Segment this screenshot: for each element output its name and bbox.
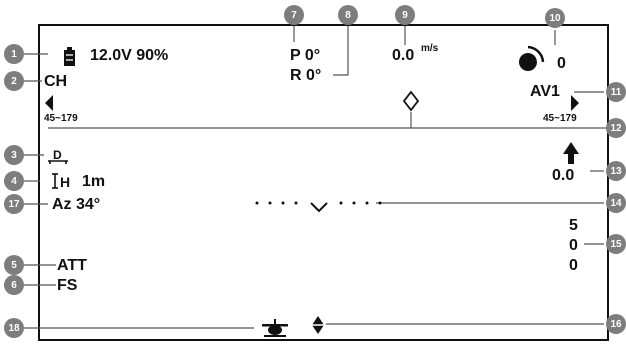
callout-16: 16 — [606, 314, 626, 334]
battery-icon — [64, 47, 75, 66]
horizon-dots — [255, 201, 382, 205]
video-source-label: AV1 — [530, 83, 560, 100]
callout-1: 1 — [4, 44, 24, 64]
left-range-label: 45~179 — [44, 113, 78, 124]
callout-17: 17 — [4, 194, 24, 214]
azimuth-readout: Az 34° — [52, 196, 101, 213]
callout-8: 8 — [338, 5, 358, 25]
battery-status: 12.0V 90% — [90, 47, 169, 64]
callout-14: 14 — [606, 193, 626, 213]
speed-value: 0.0 — [392, 47, 415, 64]
callout-4: 4 — [4, 171, 24, 191]
heading-diamond-icon — [402, 90, 420, 112]
up-arrow-icon — [563, 142, 579, 164]
right-stack-3: 0 — [569, 257, 578, 274]
height-value: 1m — [82, 173, 106, 190]
failsafe-label: FS — [57, 277, 78, 294]
right-stack-2: 0 — [569, 237, 578, 254]
drone-icon — [262, 319, 288, 337]
right-stack-1: 5 — [569, 217, 578, 234]
horizon-center-chevron-icon — [310, 202, 328, 213]
callout-5: 5 — [4, 255, 24, 275]
pitch-readout: P 0° — [290, 47, 321, 64]
signal-icon — [519, 45, 545, 71]
roll-readout: R 0° — [290, 67, 322, 84]
callout-12: 12 — [606, 118, 626, 138]
callout-3: 3 — [4, 145, 24, 165]
flight-mode-label: ATT — [57, 257, 87, 274]
left-arrow-icon — [45, 95, 53, 111]
callout-15: 15 — [606, 234, 626, 254]
callout-10: 10 — [545, 8, 565, 28]
signal-value: 0 — [557, 55, 566, 72]
callout-9: 9 — [395, 5, 415, 25]
gimbal-label: D — [53, 148, 62, 162]
gimbal-icon — [48, 160, 68, 164]
callout-13: 13 — [606, 161, 626, 181]
height-icon — [52, 173, 58, 189]
home-direction-icon — [312, 316, 324, 334]
right-range-label: 45~179 — [543, 113, 577, 124]
callout-11: 11 — [606, 82, 626, 102]
channel-label: CH — [44, 73, 68, 90]
right-arrow-icon — [571, 95, 579, 111]
vertical-speed-value: 0.0 — [552, 167, 575, 184]
height-label: H — [60, 174, 71, 190]
speed-unit: m/s — [421, 43, 439, 54]
osd-screen-frame — [38, 24, 609, 341]
callout-2: 2 — [4, 71, 24, 91]
callout-6: 6 — [4, 275, 24, 295]
callout-18: 18 — [4, 318, 24, 338]
callout-7: 7 — [284, 5, 304, 25]
